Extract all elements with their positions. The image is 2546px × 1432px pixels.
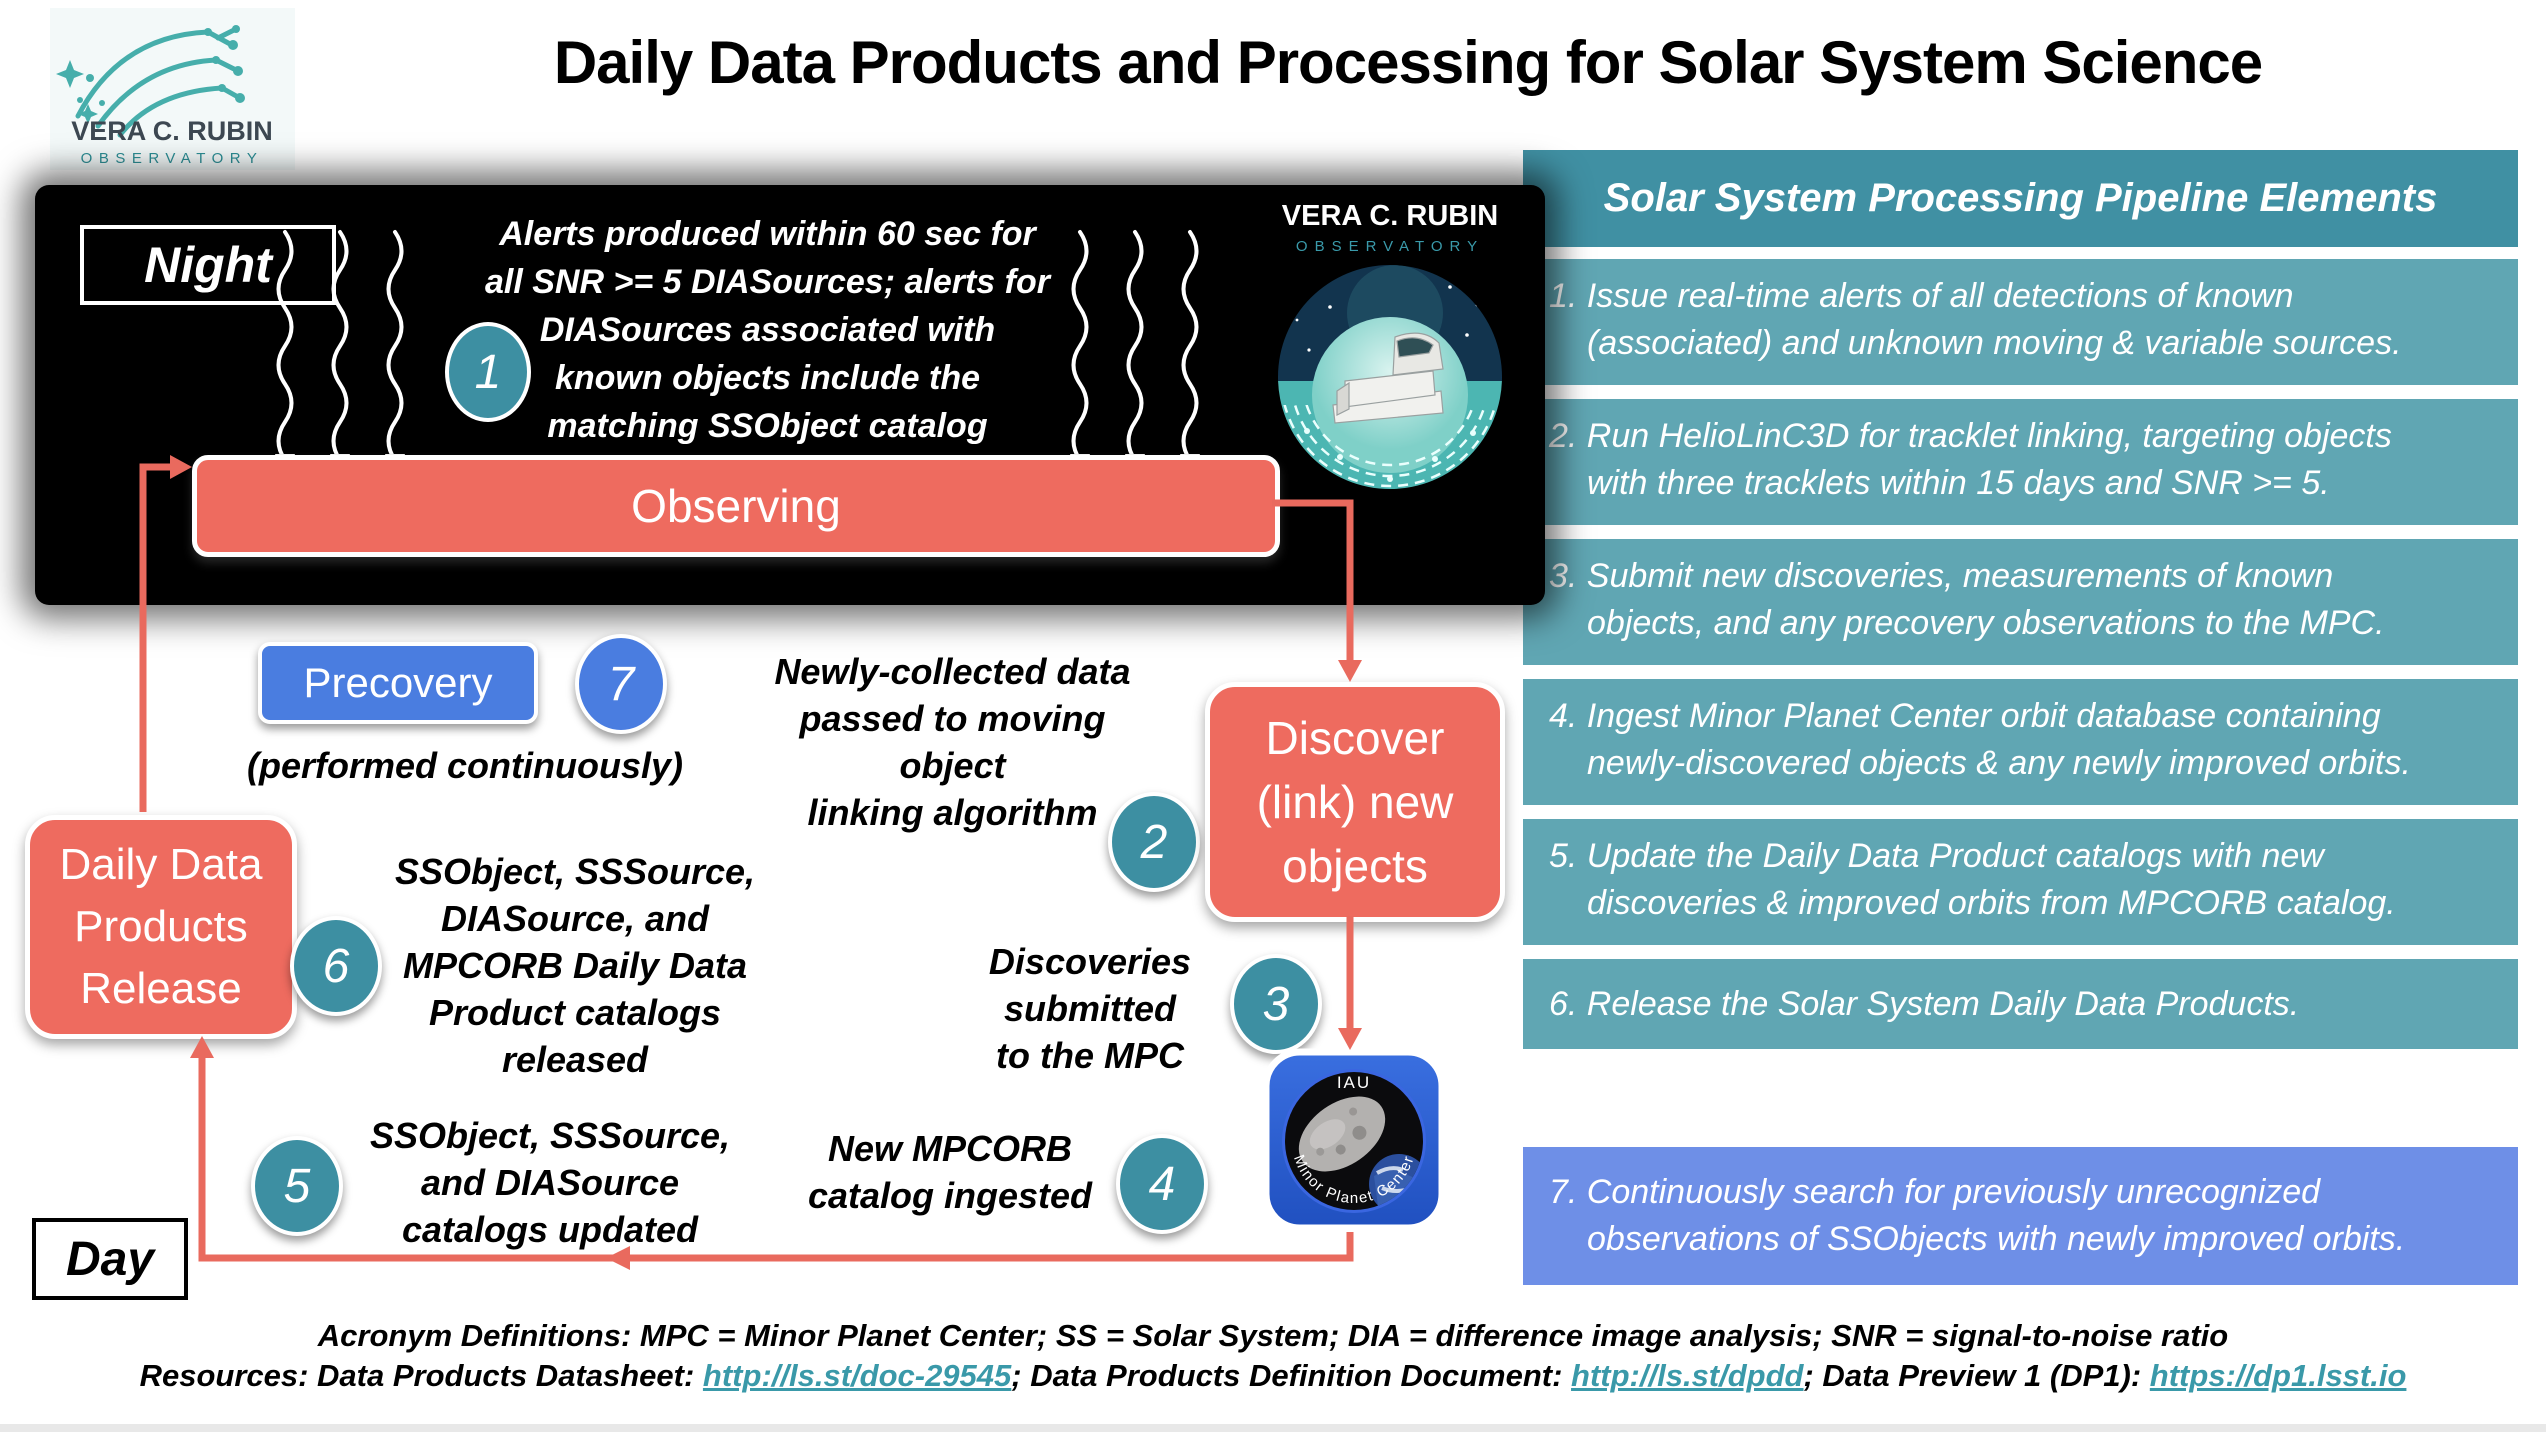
observing-node: Observing (192, 455, 1280, 557)
pipeline-item-3: 3. Submit new discoveries, measurements … (1523, 539, 2518, 665)
datasheet-link[interactable]: http://ls.st/doc-29545 (702, 1358, 1012, 1393)
newly-collected-note: Newly-collected data passed to moving ob… (774, 651, 1131, 833)
step-number: 3 (1262, 977, 1290, 1031)
arrowhead-up-icon (190, 1036, 214, 1058)
discover-node: Discover (link) new objects (1205, 682, 1505, 922)
resources-text: Resources: Data Products Datasheet: (139, 1358, 703, 1393)
pipeline-panel-header: Solar System Processing Pipeline Element… (1523, 150, 2518, 247)
night-label: Night (80, 225, 336, 305)
pipeline-item-5: 5. Update the Daily Data Product catalog… (1523, 819, 2518, 945)
mpc-logo-icon: IAU Minor Planet Center (1262, 1048, 1446, 1232)
arrowhead-down-icon (1338, 1028, 1362, 1050)
dp1-link[interactable]: https://dp1.lsst.io (2149, 1358, 2407, 1393)
released-note: SSObject, SSSource, DIASource, and MPCOR… (394, 851, 756, 1080)
precovery-node: Precovery (258, 642, 538, 724)
resources-line: Resources: Data Products Datasheet: http… (0, 1358, 2546, 1394)
svg-text:IAU: IAU (1337, 1073, 1371, 1092)
dpdd-link[interactable]: http://ls.st/dpdd (1571, 1358, 1804, 1393)
step-number: 4 (1148, 1157, 1176, 1211)
resources-text: ; Data Products Definition Document: (1011, 1358, 1572, 1393)
step-number: 7 (607, 657, 635, 711)
svg-text:VERA C. RUBIN: VERA C. RUBIN (1282, 200, 1498, 232)
rubin-badge-icon: VERA C. RUBIN OBSERVATORY (1278, 200, 1502, 489)
night-panel: Night Alerts produced within 60 sec (35, 185, 1545, 605)
svg-text:OBSERVATORY: OBSERVATORY (81, 150, 264, 167)
arrowhead-down-icon (1338, 660, 1362, 682)
minor-planet-center-logo: IAU Minor Planet Center (1262, 1048, 1446, 1232)
pipeline-item-6: 6. Release the Solar System Daily Data P… (1523, 959, 2518, 1049)
step-number: 6 (322, 939, 350, 993)
page-title: Daily Data Products and Processing for S… (553, 29, 2263, 96)
pipeline-item-1: 1. Issue real-time alerts of all detecti… (1523, 259, 2518, 385)
step-circle-1: 1 (445, 322, 531, 422)
acronym-definitions: Acronym Definitions: MPC = Minor Planet … (317, 1318, 2229, 1353)
step-number: 5 (283, 1159, 311, 1213)
updated-note: SSObject, SSSource, and DIASource catalo… (369, 1115, 731, 1250)
step-circle-7: 7 (575, 634, 667, 734)
rubin-logo-icon: VERA C. RUBIN OBSERVATORY (56, 25, 273, 167)
precovery-label: Precovery (303, 659, 493, 706)
step-circle-6: 6 (290, 916, 382, 1016)
day-label: Day (32, 1218, 188, 1300)
step-number: 2 (1140, 815, 1168, 869)
step-number: 1 (474, 345, 502, 399)
step-circle-5: 5 (251, 1136, 343, 1236)
svg-text:VERA C. RUBIN: VERA C. RUBIN (71, 116, 273, 146)
daily-data-release-node: Daily Data Products Release (25, 815, 297, 1039)
mpcorb-note: New MPCORB catalog ingested (807, 1128, 1093, 1216)
pipeline-item-4: 4. Ingest Minor Planet Center orbit data… (1523, 679, 2518, 805)
step-circle-3: 3 (1230, 954, 1322, 1054)
svg-text:OBSERVATORY: OBSERVATORY (1296, 238, 1484, 255)
rubin-observatory-logo: VERA C. RUBIN OBSERVATORY (50, 8, 295, 170)
rubin-badge: VERA C. RUBIN OBSERVATORY (1245, 195, 1535, 495)
pipeline-item-2: 2. Run HelioLinC3D for tracklet linking,… (1523, 399, 2518, 525)
resources-text: ; Data Preview 1 (DP1): (1803, 1358, 2150, 1393)
pipeline-item-7: 7. Continuously search for previously un… (1523, 1147, 2518, 1285)
observing-label: Observing (631, 480, 841, 532)
alert-description: Alerts produced within 60 sec for all SN… (485, 215, 1050, 445)
precovery-note: (performed continuously) (246, 745, 683, 786)
bottom-edge (0, 1424, 2546, 1432)
step-circle-2: 2 (1108, 792, 1200, 892)
discoveries-note: Discoveries submitted to the MPC (988, 941, 1192, 1076)
step-circle-4: 4 (1116, 1134, 1208, 1234)
